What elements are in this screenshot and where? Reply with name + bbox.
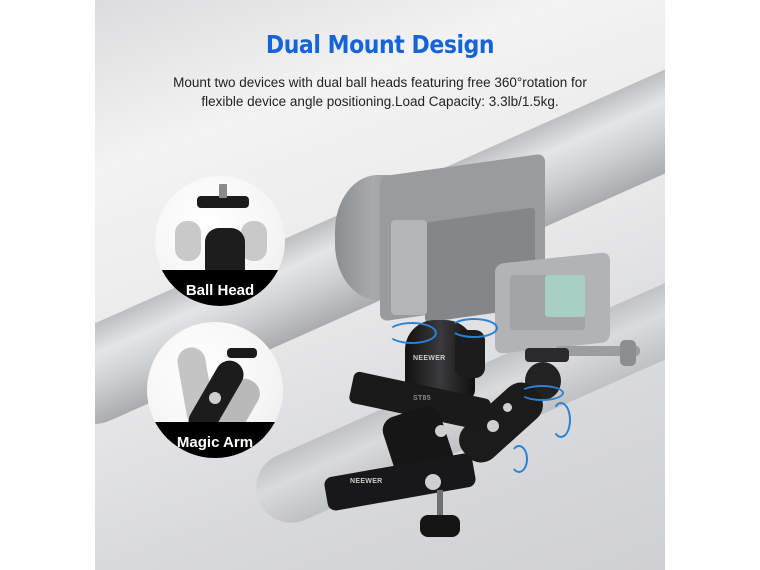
rotation-arrow-icon: [450, 318, 498, 338]
t-knob: [420, 515, 460, 537]
description: Mount two devices with dual ball heads f…: [95, 73, 665, 111]
callout-ball-head: Ball Head: [155, 176, 285, 306]
description-line-2: flexible device angle positioning.Load C…: [201, 94, 559, 109]
clamp-hole: [435, 425, 447, 437]
arm-hole: [503, 403, 512, 412]
description-line-1: Mount two devices with dual ball heads f…: [173, 75, 587, 90]
clamp-hole: [425, 474, 441, 490]
thumbscrew-head: [620, 340, 636, 366]
knob-icon: [175, 221, 201, 261]
callout-label: Magic Arm: [176, 434, 254, 451]
product-image-panel: Dual Mount Design Mount two devices with…: [95, 0, 665, 570]
label-band: [155, 270, 285, 306]
screw-icon: [219, 184, 227, 198]
rotation-arrow-icon: [520, 385, 564, 401]
arm-hole: [209, 392, 221, 404]
camera-side-door: [391, 220, 427, 315]
page-title: Dual Mount Design: [265, 30, 495, 59]
mount-knob: [197, 196, 249, 208]
mount-thumbscrew: [555, 346, 640, 356]
rotation-arrow-icon: [387, 322, 437, 344]
clamp-marking: ST85: [413, 395, 431, 402]
mount-knob: [227, 348, 257, 358]
knob-icon: [241, 221, 267, 261]
action-camera-display: [545, 275, 585, 317]
rotation-arrow-icon: [510, 445, 528, 473]
ball-head-lock-knob: [455, 330, 485, 378]
brand-mark: NEEWER: [350, 478, 383, 485]
clamp-screw: [437, 490, 443, 525]
brand-mark: NEEWER: [413, 355, 446, 362]
rotation-arrow-icon: [551, 402, 571, 438]
arm-hole: [487, 420, 499, 432]
arm-mount-plate: [525, 348, 569, 362]
callout-magic-arm: Magic Arm: [147, 322, 283, 458]
label-band: [147, 422, 283, 458]
callout-label: Ball Head: [185, 282, 255, 299]
